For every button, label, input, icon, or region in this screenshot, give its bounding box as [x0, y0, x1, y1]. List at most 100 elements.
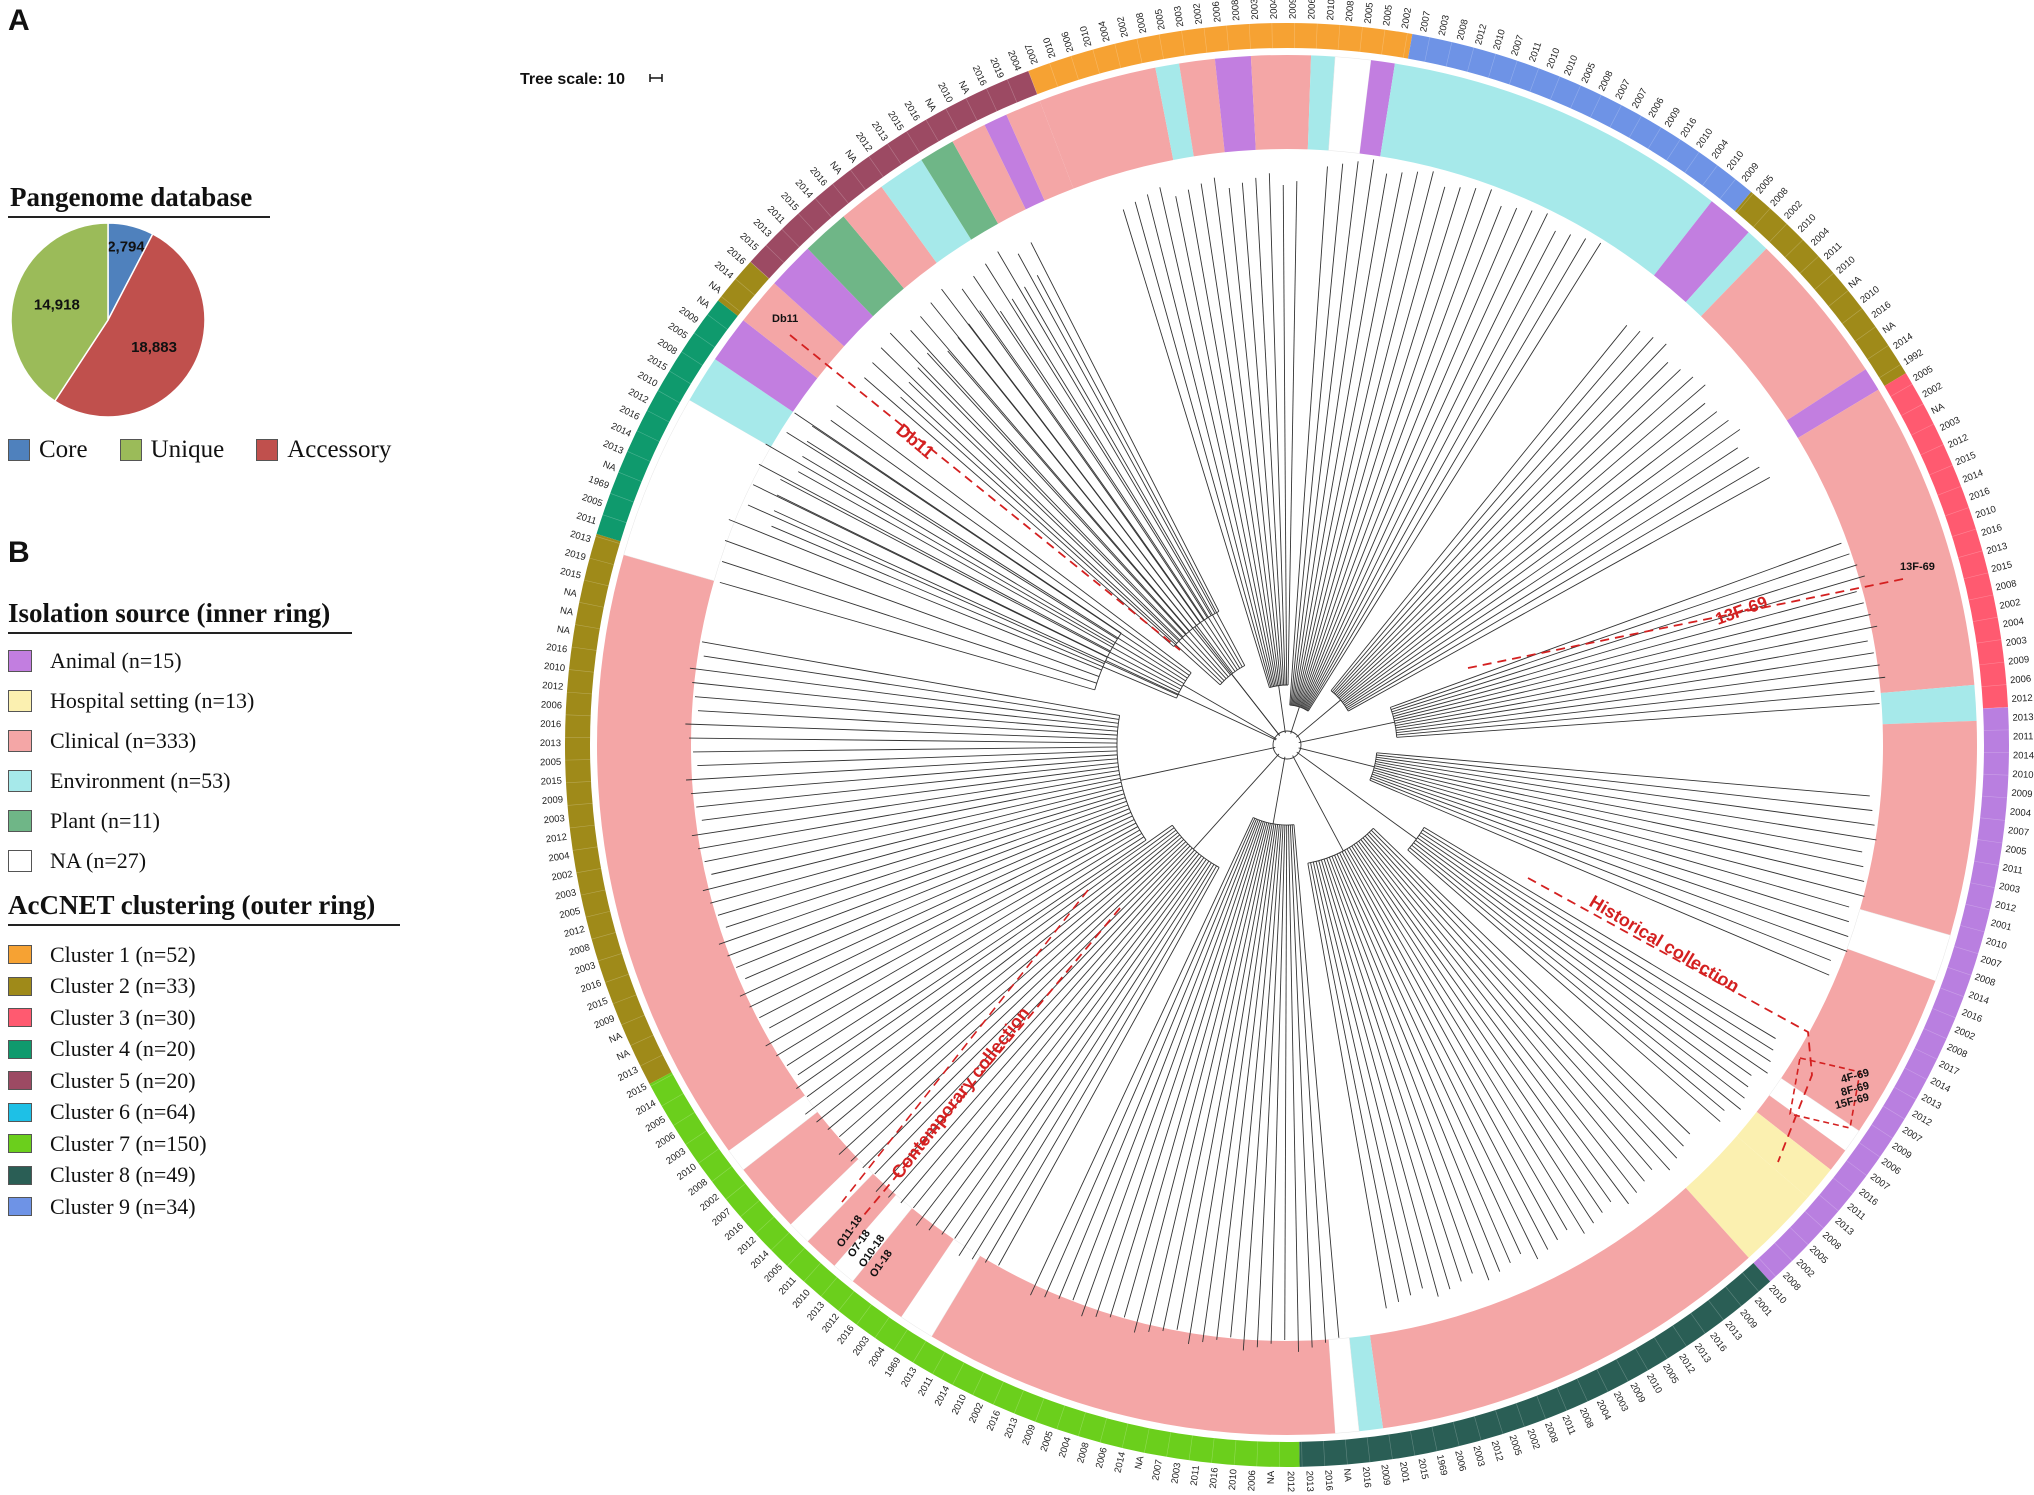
- outer-ring-divider: [993, 1381, 1004, 1405]
- outer-ring-divider: [1570, 85, 1581, 109]
- branch-leaf: [872, 362, 1178, 644]
- year-label: NA: [694, 294, 712, 311]
- year-label: 2013: [1002, 1416, 1020, 1440]
- year-label: 2013: [1723, 1319, 1745, 1342]
- year-label: 2004: [1710, 138, 1731, 162]
- year-label: 2015: [541, 776, 563, 788]
- branch-leaf: [1302, 207, 1518, 709]
- year-label: 2010: [1766, 1283, 1788, 1306]
- branch-leaf: [1320, 859, 1451, 1290]
- year-label: 2002: [1794, 1257, 1817, 1280]
- branch-leaf: [1176, 823, 1273, 1330]
- outer-ring-divider: [693, 332, 715, 348]
- outer-ring-divider: [1828, 290, 1849, 307]
- branch-leaf: [900, 851, 1198, 1204]
- inner-ring-segment-8: [1359, 60, 1395, 157]
- outer-ring-divider: [1819, 1194, 1839, 1212]
- branch-leaf: [1374, 765, 1865, 882]
- year-label: 2010: [950, 1393, 969, 1417]
- branch-leaf: [1241, 182, 1283, 686]
- branch-leaf: [1303, 210, 1533, 709]
- pie-slice-unique: [10, 222, 109, 403]
- year-label: 2010: [1078, 25, 1094, 48]
- branch-leaf: [1133, 822, 1268, 1333]
- branch-leaf: [1175, 196, 1276, 687]
- outer-ring-divider: [1859, 1142, 1881, 1158]
- branch-leaf: [1376, 754, 1873, 811]
- outer-ring-divider: [1958, 550, 1983, 558]
- year-label: 2009: [1740, 161, 1762, 184]
- branch-leaf: [1347, 466, 1760, 710]
- isolation-source-title-rule: [8, 632, 352, 634]
- outer-ring-divider: [1181, 30, 1186, 56]
- branch-leaf: [771, 525, 1177, 699]
- outer-ring-divider: [1211, 1438, 1215, 1464]
- branch-leaf: [1390, 542, 1842, 708]
- branch-leaf: [1216, 824, 1279, 1340]
- year-label: 2019: [564, 547, 587, 563]
- branch-leaf: [689, 667, 1119, 724]
- branch-leaf: [1373, 828, 1691, 1135]
- year-label: 2016: [1360, 1466, 1373, 1488]
- outer-ring-divider: [735, 278, 755, 296]
- branch-leaf: [1255, 177, 1285, 686]
- year-label: 2007: [1418, 10, 1433, 33]
- year-label: 2003: [573, 960, 596, 977]
- branch-leaf: [830, 419, 1190, 676]
- branch-stem-6: [1298, 721, 1395, 743]
- outer-ring-divider: [1940, 987, 1964, 997]
- 13f69-label: 13F-69: [1713, 592, 1770, 628]
- year-label: 2011: [1560, 1414, 1578, 1437]
- year-label: 2004: [548, 850, 571, 864]
- legend-cluster-9: Cluster 9 (n=34): [8, 1191, 207, 1223]
- year-label: 2005: [644, 1114, 668, 1134]
- inner-ring-segment-41: [843, 186, 937, 289]
- outer-ring-divider: [1983, 706, 2009, 709]
- year-label: NA: [1266, 1470, 1277, 1484]
- branch-leaf: [1373, 767, 1865, 897]
- year-label: 2005: [1660, 1362, 1680, 1386]
- year-label: 2013: [540, 738, 561, 749]
- year-label: 2010: [1325, 0, 1337, 21]
- year-label: 2012: [1285, 1471, 1296, 1492]
- year-label: 2006: [1060, 30, 1077, 53]
- 13f69-tip-label: 13F-69: [1900, 561, 1935, 573]
- inner-ring-segment-12: [1701, 248, 1866, 421]
- year-label: 2012: [542, 680, 564, 693]
- year-label: 2005: [1039, 1430, 1056, 1454]
- outer-ring-divider: [1616, 1359, 1629, 1382]
- legend-cluster-7: Cluster 7 (n=150): [8, 1128, 207, 1160]
- branch-leaf: [710, 789, 1124, 904]
- outer-ring-divider: [630, 1034, 654, 1046]
- year-label: 2009: [1628, 1381, 1648, 1405]
- inner-ring-segment-34: [597, 554, 805, 1151]
- legend-item-core: Core: [8, 436, 88, 464]
- year-label: 2014: [1967, 989, 1991, 1007]
- outer-ring-divider: [1970, 882, 1995, 889]
- branch-leaf: [1341, 851, 1549, 1250]
- branch-leaf: [702, 785, 1123, 892]
- outer-ring-divider: [610, 493, 634, 503]
- outer-ring-divider: [820, 1277, 838, 1297]
- historical-label: Historical collection: [1586, 891, 1743, 996]
- outer-ring-segment-8: [565, 533, 672, 1084]
- year-label: 2011: [1189, 1465, 1202, 1487]
- legend-environment: Environment (n=53): [8, 761, 254, 801]
- outer-ring-divider: [591, 932, 616, 940]
- inner-ring-segment-13: [1786, 369, 1879, 439]
- outer-ring-divider: [720, 296, 741, 313]
- inner-ring-segment-31: [790, 1158, 874, 1242]
- branch-leaf: [749, 819, 1135, 1008]
- year-label: 2003: [664, 1146, 688, 1167]
- legend-label-core: Core: [39, 436, 88, 463]
- outer-ring-divider: [803, 1262, 821, 1282]
- outer-ring-divider: [565, 781, 591, 784]
- year-label: 2010: [675, 1162, 699, 1183]
- year-label: 2012: [1489, 1439, 1506, 1462]
- branch-leaf: [773, 510, 1179, 696]
- outer-ring-divider: [1509, 60, 1518, 85]
- branch-leaf: [1422, 829, 1774, 1051]
- outer-ring-divider: [1932, 1008, 1956, 1019]
- branch-leaf: [1148, 822, 1270, 1333]
